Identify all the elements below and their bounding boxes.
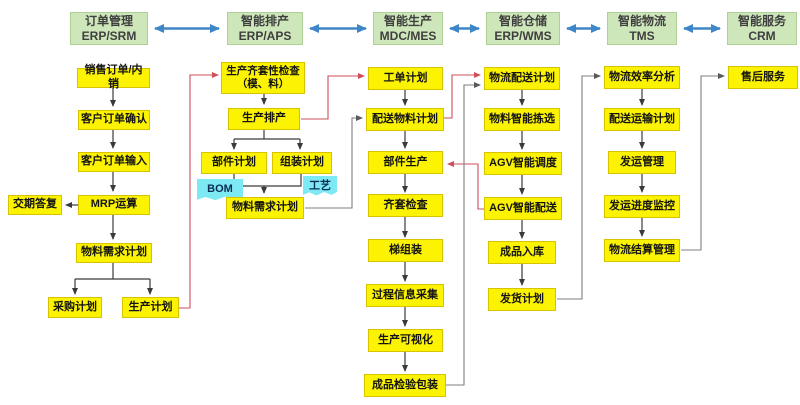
arrow-scheduling-to-work-order <box>301 73 365 120</box>
header-smart-warehousing: 智能仓储 ERP/WMS <box>486 12 560 45</box>
arrow-inspection-to-logistics-delivery <box>446 82 481 386</box>
node-elevator-assembly: 梯组装 <box>368 239 443 262</box>
node-production-plan: 生产计划 <box>122 297 179 318</box>
node-parts-production: 部件生产 <box>368 151 443 174</box>
header-order-management: 订单管理 ERP/SRM <box>70 12 148 45</box>
arrow-production-plan-to-completeness-check <box>179 72 219 309</box>
node-completeness-check: 生产齐套性检查（模、料） <box>221 62 305 94</box>
header-subtitle: MDC/MES <box>379 28 437 43</box>
node-shipping-progress-monitor: 发运进度监控 <box>604 195 680 218</box>
header-smart-logistics: 智能物流 TMS <box>607 12 677 45</box>
header-title: 智能仓储 <box>498 14 547 29</box>
bom-tag: BOM <box>197 179 243 201</box>
node-logistics-delivery-plan: 物流配送计划 <box>484 67 560 90</box>
header-subtitle: CRM <box>748 28 776 43</box>
node-material-requirement-plan: 物料需求计划 <box>76 243 152 263</box>
arrow-material-delivery-to-logistics-delivery <box>444 72 481 119</box>
node-agv-smart-delivery: AGV智能配送 <box>484 197 562 220</box>
header-title: 订单管理 <box>84 14 133 29</box>
node-sales-order: 销售订单/内销 <box>77 64 150 90</box>
node-production-visualization: 生产可视化 <box>368 329 443 352</box>
node-mrp-run: MRP运算 <box>78 195 150 215</box>
gray-cross-links <box>305 73 725 386</box>
arrow-material-req-to-material-delivery <box>305 115 363 209</box>
node-material-delivery-plan: 配送物料计划 <box>366 108 444 131</box>
node-transport-plan: 配送运输计划 <box>604 108 680 131</box>
node-material-requirement-plan-2: 物料需求计划 <box>226 197 304 219</box>
node-after-sales-service: 售后服务 <box>728 66 798 89</box>
node-purchase-plan: 采购计划 <box>48 297 102 318</box>
header-title: 智能排产 <box>240 14 289 29</box>
arrow-settlement-to-after-sales <box>681 73 725 251</box>
node-finished-inspection-packing: 成品检验包装 <box>364 374 446 397</box>
header-subtitle: ERP/WMS <box>494 28 552 43</box>
header-subtitle: ERP/APS <box>238 28 292 43</box>
header-subtitle: ERP/SRM <box>81 28 137 43</box>
node-finished-goods-warehousing: 成品入库 <box>488 241 556 264</box>
process-tag: 工艺 <box>303 176 337 196</box>
header-smart-service: 智能服务 CRM <box>727 12 797 45</box>
node-customer-order-input: 客户订单输入 <box>78 152 150 172</box>
node-process-data-collection: 过程信息采集 <box>366 284 444 307</box>
node-logistics-efficiency-analysis: 物流效率分析 <box>604 66 680 89</box>
node-agv-smart-scheduling: AGV智能调度 <box>484 152 562 175</box>
node-production-scheduling: 生产排产 <box>228 108 300 130</box>
header-title: 智能生产 <box>383 14 432 29</box>
node-shipment-plan: 发货计划 <box>488 288 556 311</box>
node-customer-order-confirm: 客户订单确认 <box>78 110 150 130</box>
header-subtitle: TMS <box>629 28 655 43</box>
col1-flow-arrows <box>65 88 153 295</box>
node-work-order-plan: 工单计划 <box>368 67 443 90</box>
node-kit-check: 齐套检查 <box>368 194 443 217</box>
node-delivery-reply: 交期答复 <box>8 195 62 215</box>
node-parts-plan: 部件计划 <box>201 152 267 174</box>
header-title: 智能服务 <box>737 14 786 29</box>
arrow-shipment-plan-to-efficiency-analysis <box>557 73 601 300</box>
header-smart-scheduling: 智能排产 ERP/APS <box>227 12 303 45</box>
node-assembly-plan: 组装计划 <box>272 152 332 174</box>
node-material-smart-picking: 物料智能拣选 <box>484 108 560 131</box>
arrow-agv-delivery-to-parts-production <box>447 161 484 210</box>
node-shipping-management: 发运管理 <box>608 151 676 174</box>
header-smart-production: 智能生产 MDC/MES <box>373 12 443 45</box>
node-logistics-settlement: 物流结算管理 <box>604 239 680 262</box>
red-cross-links <box>179 72 484 309</box>
header-title: 智能物流 <box>617 14 666 29</box>
